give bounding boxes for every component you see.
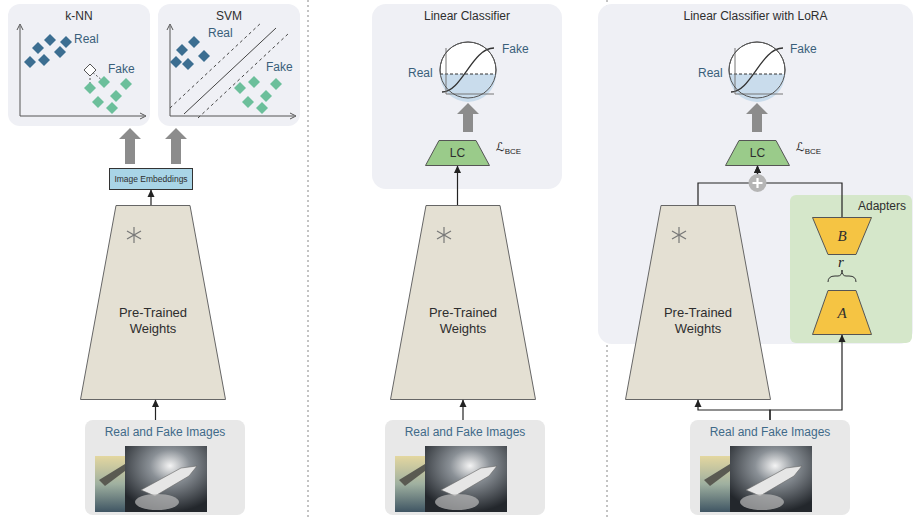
input-images-box: Real and Fake Images — [385, 420, 545, 515]
node-text: Real and Fake Images — [89, 425, 241, 439]
node-text: SVM — [162, 9, 296, 23]
embedding-box: Image Embeddings — [109, 168, 193, 190]
input-images-box: Real and Fake Images — [85, 420, 245, 515]
node-text: Linear Classifier — [376, 9, 558, 23]
node-text: LC — [750, 146, 765, 160]
class-label: Fake — [108, 62, 135, 76]
input-images-box: Real and Fake Images — [690, 420, 850, 515]
lora-matrix-a: A — [812, 290, 872, 335]
connector-arrow — [462, 400, 463, 420]
feature-arrow — [165, 128, 187, 164]
connector-arrow — [457, 166, 458, 205]
method-panel: SVM RealFake — [158, 4, 300, 126]
connector-arrow — [155, 400, 156, 420]
node-text: Image Embeddings — [114, 174, 187, 184]
connector-arrow — [150, 190, 151, 205]
node-text: Real and Fake Images — [389, 425, 541, 439]
connector-arrow — [758, 166, 843, 217]
class-label: Real — [74, 32, 99, 46]
class-label: Real — [698, 66, 723, 80]
class-label: Fake — [502, 42, 529, 56]
adapters-box: AdaptersB Ar — [790, 195, 912, 343]
lora-matrix-b: B — [812, 217, 872, 255]
node-text: LC — [450, 146, 465, 160]
node-text: Adapters — [858, 199, 906, 213]
connector-arrow — [698, 166, 758, 205]
backbone-trapezoid: Pre-Trained Weights — [625, 205, 771, 400]
node-text: Pre-Trained Weights — [100, 305, 206, 336]
backbone-trapezoid: Pre-Trained Weights — [390, 205, 536, 400]
node-text: A — [837, 304, 846, 322]
linear-classifier-head: LC — [725, 140, 790, 166]
class-label: Fake — [790, 42, 817, 56]
node-text: Pre-Trained Weights — [645, 305, 751, 336]
connector-arrow — [698, 400, 770, 420]
class-label: Fake — [266, 60, 293, 74]
backbone-trapezoid: Pre-Trained Weights — [80, 205, 226, 400]
node-text: B — [837, 227, 846, 245]
linear-classifier-head: LC — [425, 140, 490, 166]
classifier-panel: Linear ClassifierLC Real FakeℒBCE — [372, 4, 562, 189]
loss-label: r — [838, 255, 844, 269]
node-text: k-NN — [12, 9, 146, 23]
node-text: Pre-Trained Weights — [410, 305, 516, 336]
feature-arrow — [119, 128, 141, 164]
class-label: Real — [208, 26, 233, 40]
loss-label: ℒBCE — [796, 140, 821, 159]
class-label: Real — [408, 66, 433, 80]
method-panel: k-NN RealFake — [8, 4, 150, 126]
loss-label: ℒBCE — [496, 140, 521, 159]
node-text: Real and Fake Images — [694, 425, 846, 439]
node-text: Linear Classifier with LoRA — [602, 9, 909, 23]
connector-arrow — [770, 335, 842, 420]
